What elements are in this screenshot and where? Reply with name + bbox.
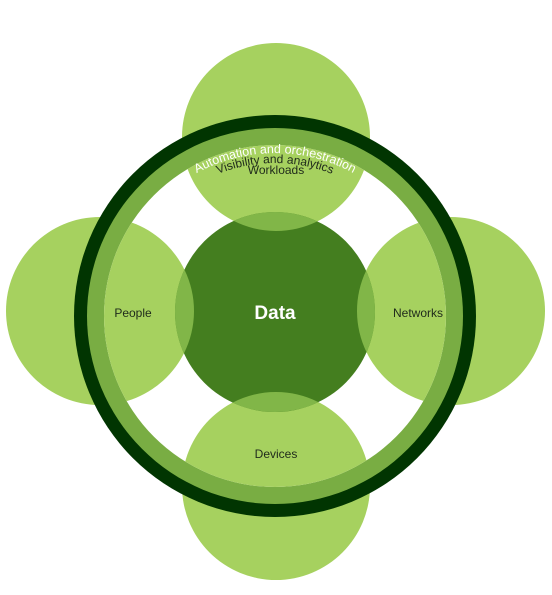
overlap-right: [356, 270, 375, 353]
overlap-left: [175, 269, 194, 354]
overlap-bottom: [232, 392, 319, 412]
pillar-label-right: Networks: [393, 306, 443, 320]
pillar-label-bottom: Devices: [255, 447, 298, 461]
pillar-label-left: People: [114, 306, 152, 320]
pillar-inner-left: [104, 217, 194, 405]
pillar-inner-right: [357, 217, 446, 405]
pillar-label-top: Workloads: [248, 163, 304, 177]
core-circle: [175, 212, 375, 412]
pillar-inner-bottom: [182, 392, 370, 487]
pillar-inner-top: [182, 145, 370, 231]
core-label: Data: [254, 303, 296, 324]
overlap-top: [233, 212, 318, 231]
